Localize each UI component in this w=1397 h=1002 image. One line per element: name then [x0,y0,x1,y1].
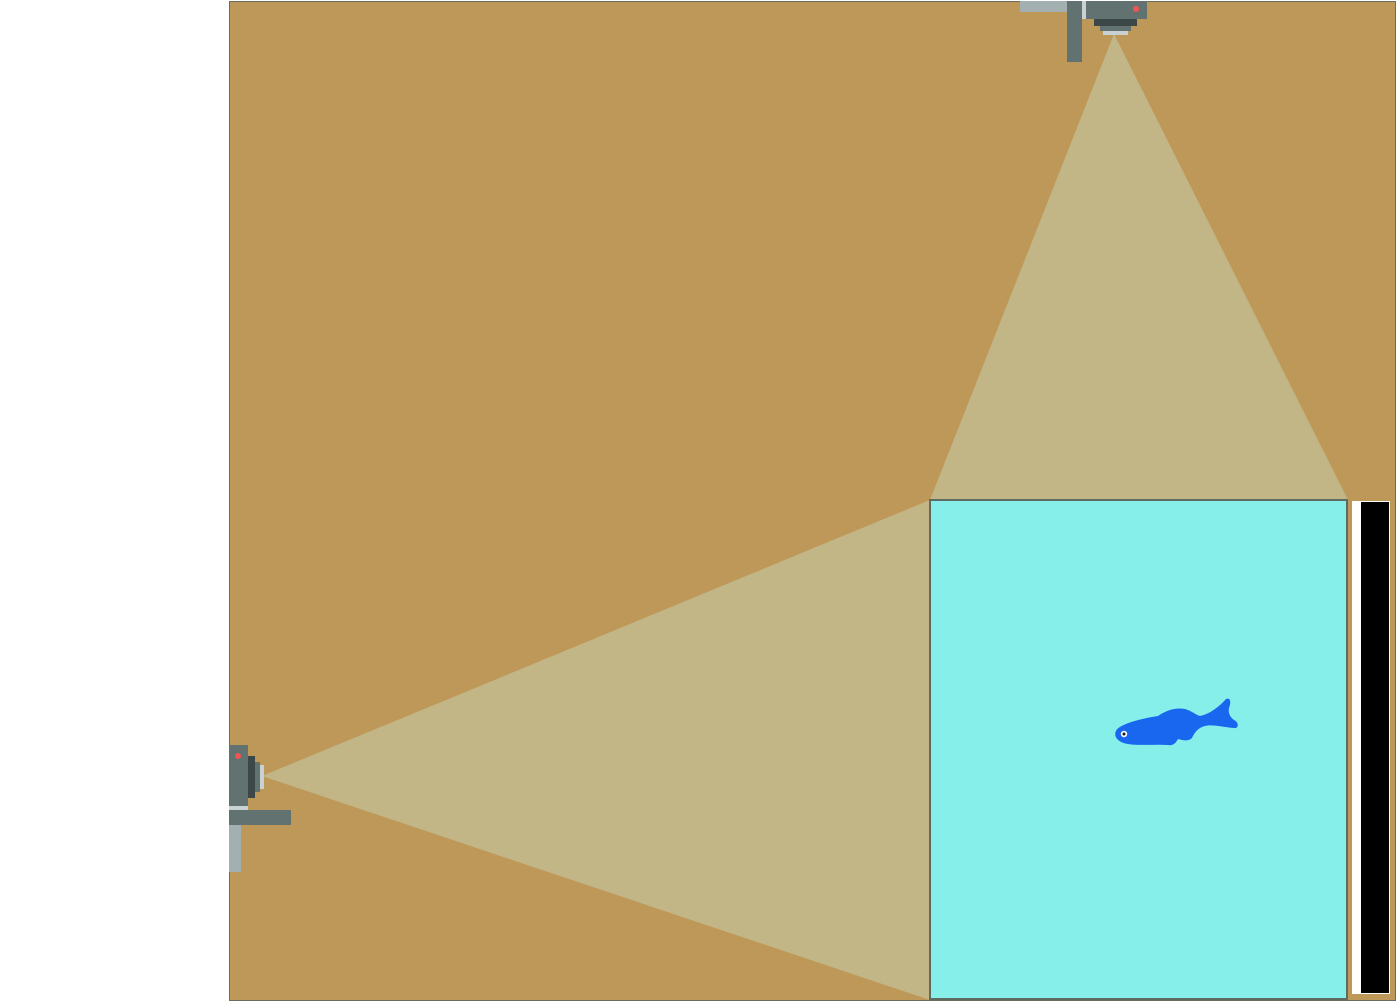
side-camera-bracket [229,806,248,810]
top-camera-icon [1020,1,1147,62]
backlight-panel [1352,501,1390,994]
top-camera-bracket [1082,1,1086,19]
side-camera-arm [229,810,291,825]
top-camera-lens-base [1094,19,1137,26]
top-camera-led [1133,6,1139,12]
side-camera-field-of-view [262,500,930,1000]
fish-icon [1115,698,1238,746]
top-camera-post [1067,1,1082,62]
side-camera-icon [229,745,291,872]
top-camera-lens [1100,26,1131,31]
top-camera-arm [1020,1,1068,12]
backlight-panel-surface [1361,502,1389,993]
top-camera-field-of-view [930,34,1348,500]
fish-pupil [1122,732,1126,736]
side-camera-lens [255,762,260,792]
fish-tank [929,499,1348,1000]
side-camera-body [229,745,248,806]
side-camera-lens-glass [260,765,264,789]
side-camera-led [235,753,241,759]
side-camera-post [229,825,241,872]
fish-body [1115,698,1238,746]
top-camera-lens-glass [1103,31,1128,35]
side-camera-lens-base [248,756,255,798]
top-camera-body [1086,1,1147,19]
